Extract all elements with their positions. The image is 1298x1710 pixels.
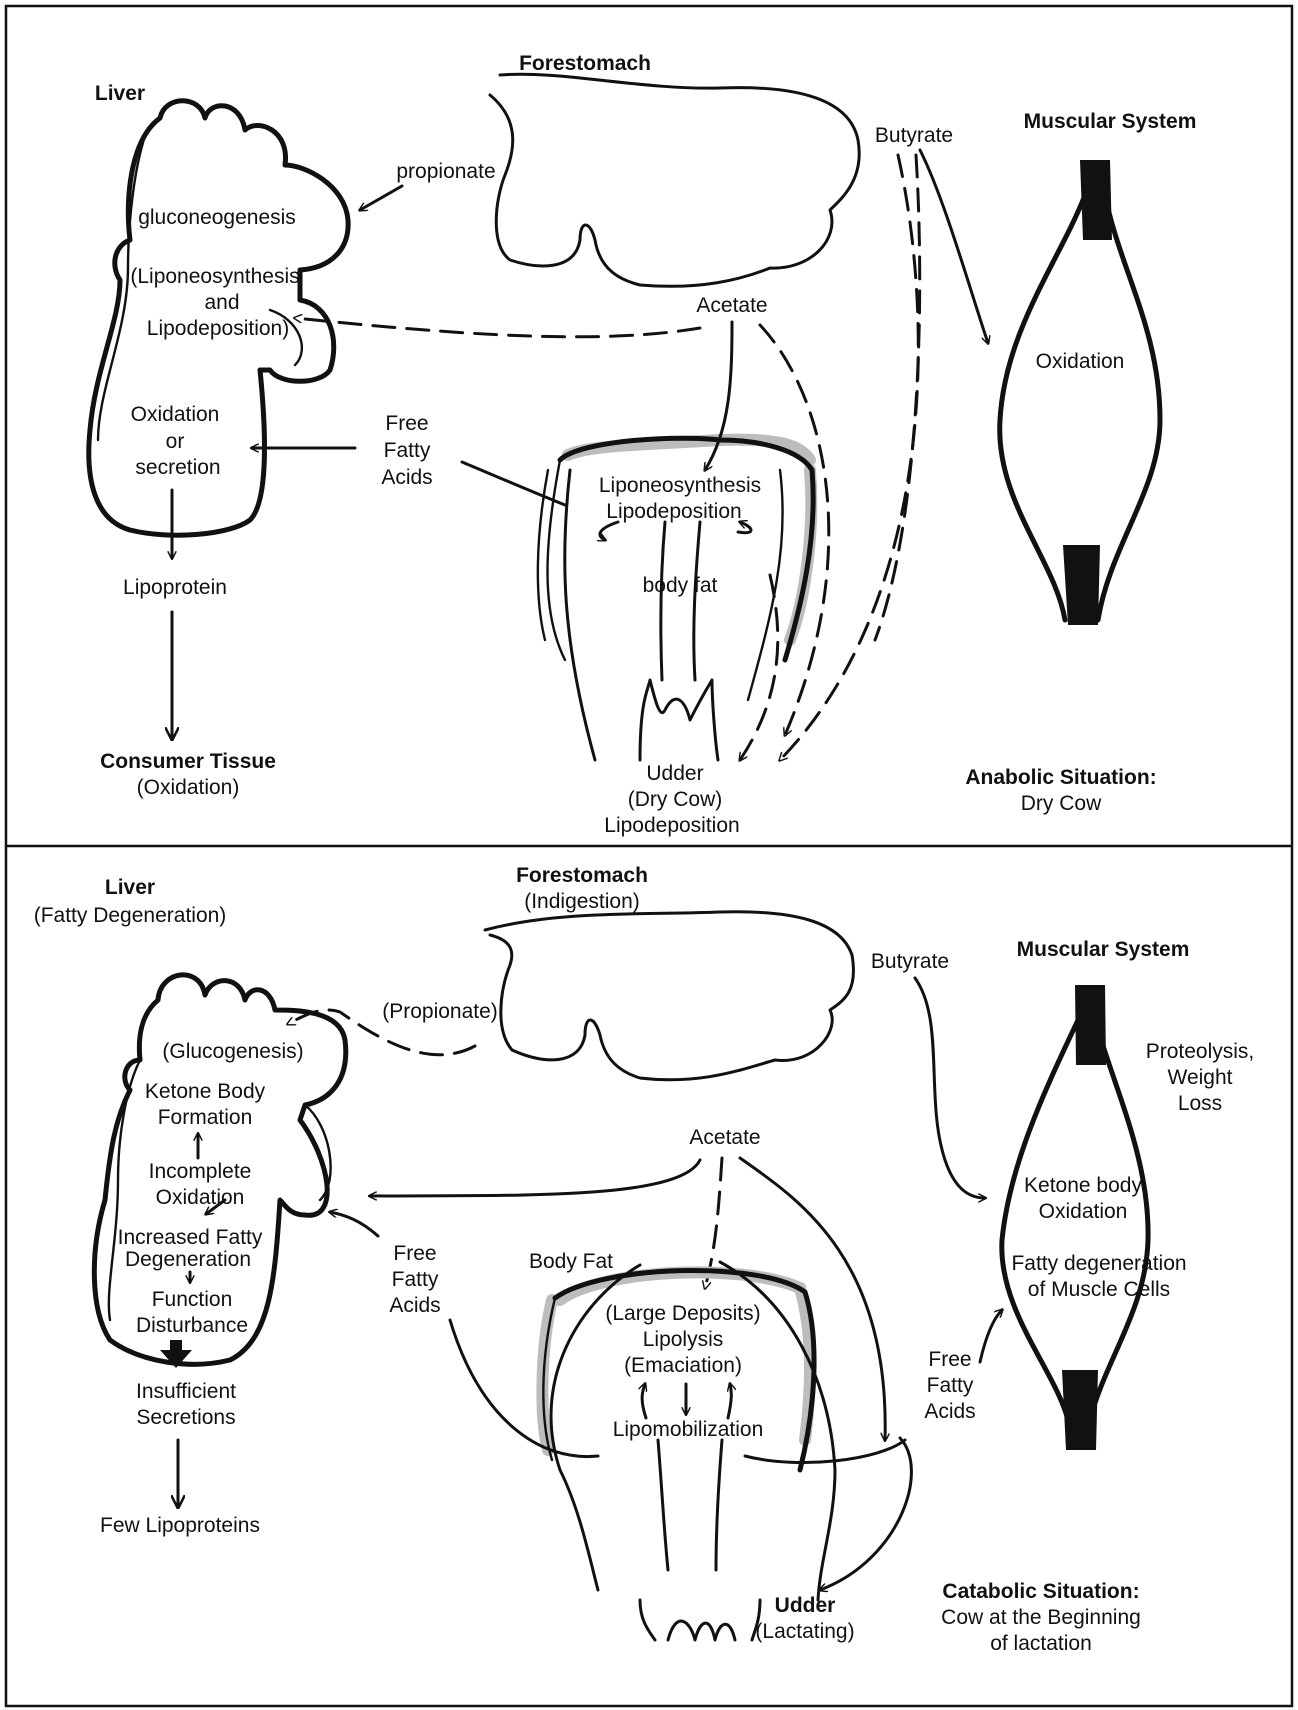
liver-oxid-line2: or xyxy=(166,430,185,453)
body-fat-label-top: body fat xyxy=(643,574,718,597)
deposits-line2: Lipolysis xyxy=(643,1328,724,1351)
arrow-bodyfat-right xyxy=(738,522,751,533)
ketone-ox-line2: Oxidation xyxy=(1039,1200,1128,1223)
forestomach-organ-top xyxy=(490,74,859,286)
arrow-acetate-to-liver xyxy=(295,318,700,337)
muscle-oxidation-label: Oxidation xyxy=(1036,350,1125,373)
ketone-line1: Ketone Body xyxy=(145,1080,266,1103)
proteolysis-line3: Loss xyxy=(1178,1092,1222,1115)
ffa2-line3: Acids xyxy=(924,1400,975,1423)
udder-line2-bottom: (Lactating) xyxy=(755,1620,854,1643)
ffa-line1-bottom: Free xyxy=(393,1242,436,1265)
proteolysis-line1: Proteolysis, xyxy=(1146,1040,1255,1063)
muscular-system-title-top: Muscular System xyxy=(1024,110,1197,133)
line-butyrate-2 xyxy=(875,155,920,640)
few-lipoproteins-label: Few Lipoproteins xyxy=(100,1514,260,1537)
line-ffa-from-bodyfat xyxy=(462,462,565,505)
butyrate-label-bottom: Butyrate xyxy=(871,950,949,973)
liver-lipo-line3: Lipodeposition) xyxy=(147,317,289,340)
catabolic-panel: Liver (Fatty Degeneration) (Glucogenesis… xyxy=(34,864,1255,1655)
ffa-line2-bottom: Fatty xyxy=(392,1268,439,1291)
ffa2-line1: Free xyxy=(928,1348,971,1371)
anabolic-situation-sub: Dry Cow xyxy=(1021,792,1102,815)
increased-line2: Degeneration xyxy=(125,1248,251,1271)
liver-sub-bottom: (Fatty Degeneration) xyxy=(34,904,227,927)
function-line2: Disturbance xyxy=(136,1314,248,1337)
line-ffa-from-lipomob-left xyxy=(450,1320,598,1457)
arrow-lipomob-right xyxy=(728,1384,731,1418)
function-line1: Function xyxy=(152,1288,233,1311)
fatty-deg-line1: Fatty degeneration xyxy=(1011,1252,1186,1275)
arrow-acetate-to-liver-bottom xyxy=(370,1160,700,1196)
bodyfat-lipo-line1: Liponeosynthesis xyxy=(599,474,761,497)
liver-title-bottom: Liver xyxy=(105,876,155,899)
deposits-line1: (Large Deposits) xyxy=(605,1302,760,1325)
proteolysis-line2: Weight xyxy=(1168,1066,1233,1089)
anabolic-panel: Liver gluconeogenesis (Liponeosynthesis … xyxy=(89,52,1197,837)
arrow-acetate-to-udder xyxy=(760,325,829,735)
forestomach-sub-bottom: (Indigestion) xyxy=(524,890,640,913)
catabolic-situation-title: Catabolic Situation: xyxy=(942,1580,1139,1603)
ketone-ox-line1: Ketone body xyxy=(1024,1174,1142,1197)
forestomach-organ-bottom xyxy=(485,912,853,1080)
arrow-propionate-to-liver xyxy=(360,186,402,210)
consumer-tissue-label: Consumer Tissue xyxy=(100,750,276,773)
udder-line1-top: Udder xyxy=(646,762,703,785)
insufficient-line1: Insufficient xyxy=(136,1380,236,1403)
lipomobilization-label: Lipomobilization xyxy=(613,1418,764,1441)
catabolic-situation-line2: of lactation xyxy=(990,1632,1092,1655)
incomplete-line1: Incomplete xyxy=(149,1160,252,1183)
liver-title-top: Liver xyxy=(95,82,145,105)
ffa2-line2: Fatty xyxy=(927,1374,974,1397)
muscular-system-title-bottom: Muscular System xyxy=(1017,938,1190,961)
butyrate-label-top: Butyrate xyxy=(875,124,953,147)
consumer-oxidation-label: (Oxidation) xyxy=(137,776,240,799)
glucogenesis-label: (Glucogenesis) xyxy=(162,1040,303,1063)
liver-oxid-line3: secretion xyxy=(135,456,220,479)
ffa-line2-top: Fatty xyxy=(384,439,431,462)
outer-frame xyxy=(6,6,1292,1706)
insufficient-line2: Secretions xyxy=(136,1406,235,1429)
propionate-label-bottom: (Propionate) xyxy=(382,1000,498,1023)
lipoprotein-label: Lipoprotein xyxy=(123,576,227,599)
propionate-label: propionate xyxy=(396,160,495,183)
ffa-line1-top: Free xyxy=(385,412,428,435)
arrow-butyrate-to-muscle xyxy=(920,150,988,343)
acetate-label-bottom: Acetate xyxy=(689,1126,760,1149)
udder-line1-bottom: Udder xyxy=(775,1594,836,1617)
increased-line1: Increased Fatty xyxy=(118,1226,263,1249)
liver-lipo-line1: (Liponeosynthesis xyxy=(130,265,299,288)
acetate-label-top: Acetate xyxy=(696,294,767,317)
line-lipomob-to-ffa-right xyxy=(745,1440,905,1463)
forestomach-title-top: Forestomach xyxy=(519,52,651,75)
arrow-butyrate-to-muscle-bottom xyxy=(915,978,985,1198)
ffa-line3-top: Acids xyxy=(381,466,432,489)
fatty-deg-line2: of Muscle Cells xyxy=(1028,1278,1170,1301)
deposits-line3: (Emaciation) xyxy=(624,1354,742,1377)
arrow-ffa2-to-muscle xyxy=(980,1310,1002,1362)
arrow-acetate-to-bodyfat xyxy=(705,322,732,470)
incomplete-line2: Oxidation xyxy=(156,1186,245,1209)
catabolic-situation-line1: Cow at the Beginning xyxy=(941,1606,1141,1629)
arrow-bodyfat-left xyxy=(600,522,618,540)
forestomach-title-bottom: Forestomach xyxy=(516,864,648,887)
anabolic-situation-title: Anabolic Situation: xyxy=(965,766,1156,789)
ffa-line3-bottom: Acids xyxy=(389,1294,440,1317)
ketone-line2: Formation xyxy=(158,1106,253,1129)
udder-line2-top: (Dry Cow) xyxy=(628,788,723,811)
liver-lipo-line2: and xyxy=(204,291,239,314)
muscle-organ-top xyxy=(1000,160,1160,625)
udder-line3-top: Lipodeposition xyxy=(604,814,739,837)
bodyfat-lipo-line2: Lipodeposition xyxy=(606,500,741,523)
arrow-ffa-to-liver-bottom xyxy=(330,1212,378,1236)
liver-oxid-line1: Oxidation xyxy=(131,403,220,426)
arrow-lipomob-left xyxy=(642,1384,646,1418)
gluconeogenesis-label: gluconeogenesis xyxy=(138,206,296,229)
body-fat-label-bottom: Body Fat xyxy=(529,1250,613,1273)
